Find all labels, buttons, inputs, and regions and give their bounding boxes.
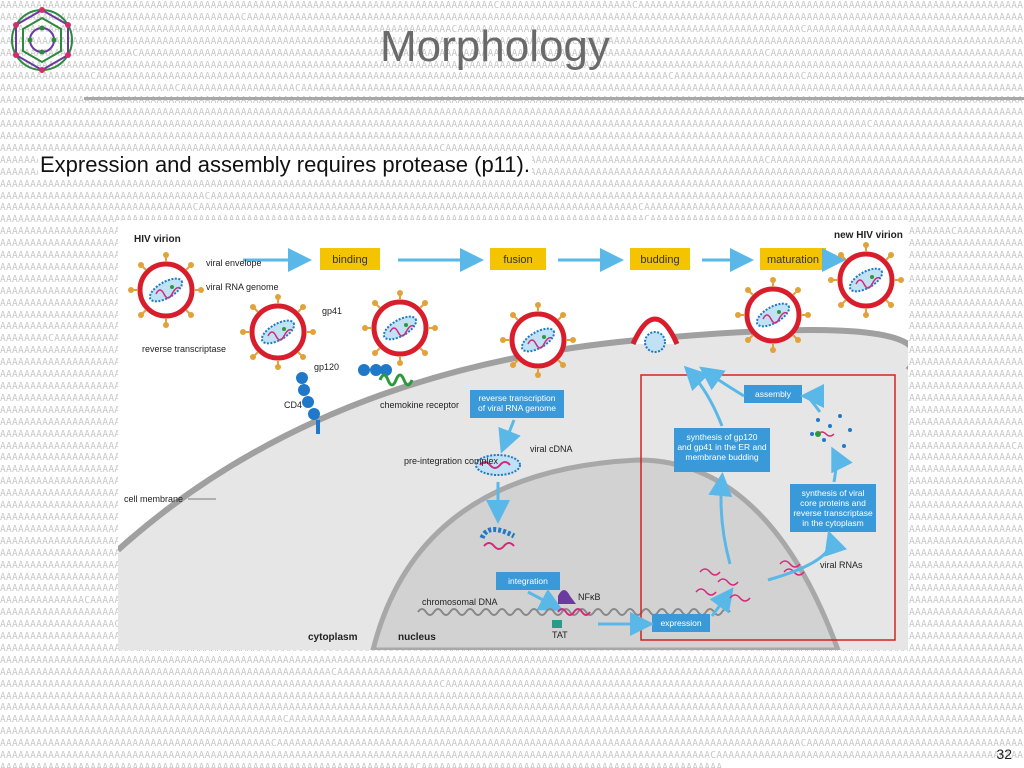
svg-text:assembly: assembly (755, 389, 792, 399)
label-new-hiv-virion: new HIV virion (834, 230, 903, 241)
svg-text:NFκB: NFκB (578, 592, 601, 602)
stage-maturation: maturation (760, 248, 826, 270)
label-hiv-virion: HIV virion (134, 234, 181, 245)
box-assembly: assembly (744, 385, 802, 403)
svg-text:cell membrane: cell membrane (124, 494, 183, 504)
svg-text:chemokine receptor: chemokine receptor (380, 400, 459, 410)
hiv-lifecycle-diagram: HIV virion new HIV virion binding fusion… (118, 220, 908, 650)
svg-text:viral envelope: viral envelope (206, 258, 262, 268)
svg-text:TAT: TAT (552, 630, 568, 640)
svg-text:fusion: fusion (503, 254, 532, 266)
virion-binding-icon (240, 294, 316, 370)
stage-fusion: fusion (490, 248, 546, 270)
tat-icon (552, 620, 562, 628)
svg-text:CD4: CD4 (284, 400, 302, 410)
svg-text:viral cDNA: viral cDNA (530, 444, 573, 454)
new-hiv-virion-icon (828, 242, 904, 318)
chemokine-receptor-icon (378, 373, 414, 387)
slide-title: Morphology (380, 22, 610, 71)
cd4-receptor-icon (296, 372, 320, 434)
cd4-bound-icon (358, 364, 392, 376)
title-divider (84, 97, 1024, 100)
pre-integration-complex-icon (475, 454, 521, 476)
box-expression: expression (652, 614, 710, 632)
slide-subtitle: Expression and assembly requires proteas… (38, 152, 532, 178)
svg-text:pre-integration complex: pre-integration complex (404, 456, 499, 466)
stage-binding: binding (320, 248, 380, 270)
logo-icon (11, 7, 73, 73)
svg-text:maturation: maturation (767, 254, 819, 266)
svg-text:nucleus: nucleus (398, 632, 436, 643)
svg-text:integration: integration (508, 576, 548, 586)
svg-text:binding: binding (332, 254, 367, 266)
svg-text:gp41: gp41 (322, 306, 342, 316)
virion-fusing-icon (500, 302, 576, 378)
chromosomal-dna-icon (417, 608, 731, 616)
highlight-frame (640, 374, 896, 641)
svg-text:viral RNA genome: viral RNA genome (206, 282, 279, 292)
virion-maturation-icon (735, 277, 811, 353)
svg-text:chromosomal DNA: chromosomal DNA (422, 597, 498, 607)
page-number: 32 (996, 746, 1012, 762)
cell-membrane-line (118, 327, 908, 553)
hiv-virion-icon (128, 252, 204, 328)
svg-text:cytoplasm: cytoplasm (308, 632, 358, 643)
svg-text:gp120: gp120 (314, 362, 339, 372)
nfkb-icon (558, 590, 576, 604)
svg-text:budding: budding (640, 254, 679, 266)
svg-text:reverse transcriptase: reverse transcriptase (142, 344, 226, 354)
box-integration: integration (496, 572, 560, 590)
svg-text:expression: expression (660, 618, 701, 628)
stage-budding: budding (630, 248, 690, 270)
virion-fusion-icon (362, 290, 438, 366)
svg-text:viral RNAs: viral RNAs (820, 560, 863, 570)
